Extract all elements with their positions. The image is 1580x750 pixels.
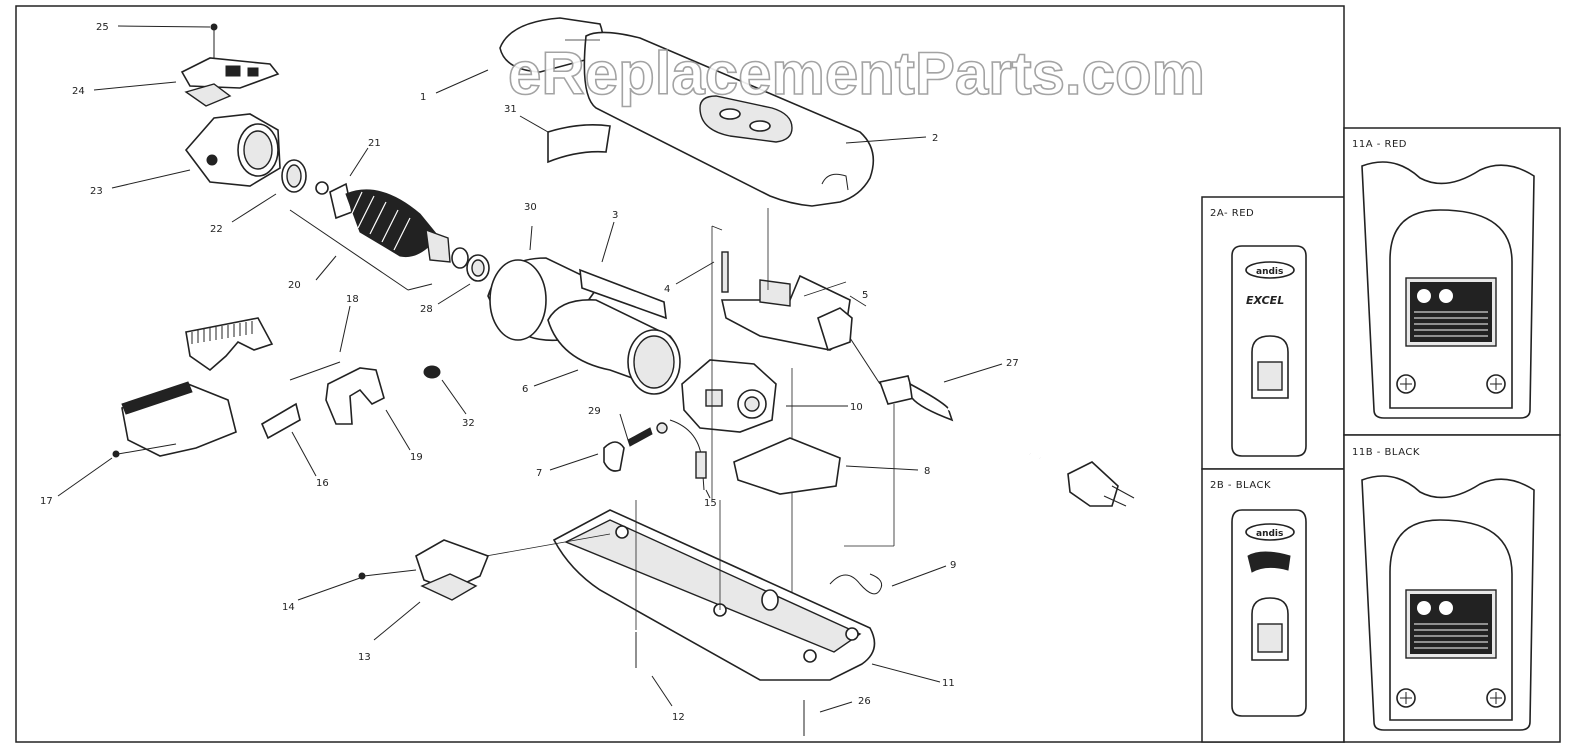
callout-13: 13 (358, 652, 371, 663)
part-insulator (733, 437, 883, 595)
part-field-assembly (487, 257, 681, 395)
callout-5: 5 (862, 290, 868, 301)
variant-2a-housing: 2A- RED andis EXCEL (1210, 208, 1307, 457)
variant-11a-label: 11A - RED (1352, 139, 1407, 150)
part-blade-set (112, 317, 441, 458)
variant-2b-brand: andis (1256, 529, 1283, 539)
callout-17: 17 (40, 496, 53, 507)
callout-2: 2 (932, 133, 938, 144)
part-drive-housing (180, 23, 281, 187)
variant-2a-brand: andis (1256, 267, 1283, 277)
callout-20: 20 (288, 280, 301, 291)
callout-26: 26 (858, 696, 871, 707)
callout-9: 9 (950, 560, 956, 571)
callout-31: 31 (504, 104, 517, 115)
callout-15: 15 (704, 498, 717, 509)
callout-leaders (57, 25, 1003, 713)
part-blade-lever (358, 533, 611, 601)
callout-27: 27 (1006, 358, 1019, 369)
part-screws (635, 500, 805, 736)
callout-24: 24 (72, 86, 85, 97)
callout-8: 8 (924, 466, 930, 477)
variant-2b-housing: 2B - BLACK andis (1210, 480, 1307, 717)
variant-11b-label: 11B - BLACK (1352, 447, 1420, 458)
callout-7: 7 (536, 468, 542, 479)
part-switch-bracket (711, 208, 867, 640)
watermark: eReplacementParts.com (508, 40, 1205, 107)
callout-14: 14 (282, 602, 295, 613)
callout-29: 29 (588, 406, 601, 417)
callout-4: 4 (664, 284, 670, 295)
callout-28: 28 (420, 304, 433, 315)
callout-21: 21 (368, 138, 381, 149)
part-power-cord (844, 337, 1135, 547)
callout-22: 22 (210, 224, 223, 235)
variant-2a-model: EXCEL (1246, 294, 1284, 307)
variant-2a-label: 2A- RED (1210, 208, 1254, 219)
part-switch-body (603, 359, 777, 491)
callout-16: 16 (316, 478, 329, 489)
variant-11b-bottom: 11B - BLACK (1352, 447, 1535, 731)
callout-10: 10 (850, 402, 863, 413)
callout-23: 23 (90, 186, 103, 197)
part-bottom-housing (552, 509, 876, 681)
callout-30: 30 (524, 202, 537, 213)
callout-25: 25 (96, 22, 109, 33)
variant-11a-bottom: 11A - RED (1352, 139, 1535, 419)
callout-11: 11 (942, 678, 955, 689)
part-motor-armature (281, 159, 490, 282)
callout-1: 1 (420, 92, 426, 103)
callout-19: 19 (410, 452, 423, 463)
callout-6: 6 (522, 384, 528, 395)
part-top-housing (499, 17, 875, 207)
callout-3: 3 (612, 210, 618, 221)
callout-18: 18 (346, 294, 359, 305)
callout-32: 32 (462, 418, 475, 429)
variant-2b-label: 2B - BLACK (1210, 480, 1271, 491)
callout-labels: 1 2 3 4 5 6 7 8 9 10 11 12 13 14 15 16 1… (40, 22, 1019, 723)
callout-12: 12 (672, 712, 685, 723)
